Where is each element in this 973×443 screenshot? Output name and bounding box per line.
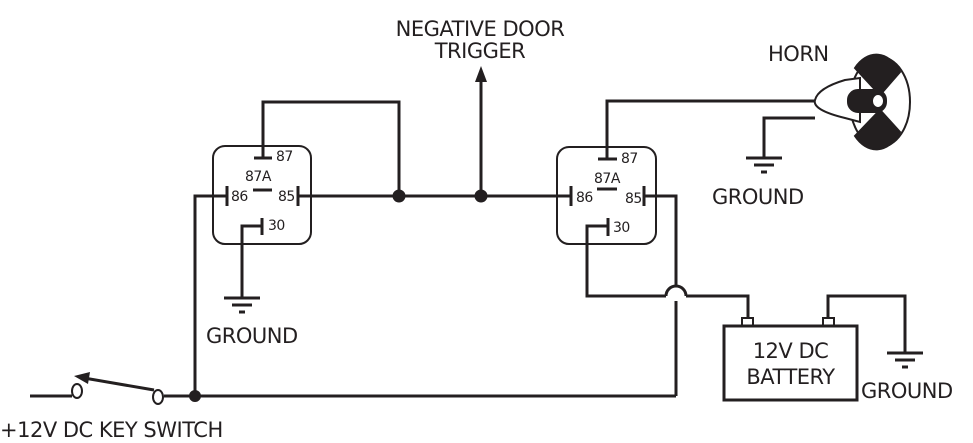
trigger-arrow-icon — [475, 66, 487, 82]
horn-label: HORN — [768, 42, 829, 66]
battery-ground-label: GROUND — [861, 379, 953, 403]
ground-symbol-icon — [224, 296, 260, 314]
negative-door-trigger-label: NEGATIVE DOOR TRIGGER — [395, 17, 565, 63]
battery-terminal — [741, 317, 754, 327]
relay-2-pin-87a: 87A — [594, 171, 620, 187]
relay-1-pin-87a: 87A — [245, 169, 271, 185]
horn-ground-label: GROUND — [712, 185, 804, 209]
relay-2-pin-85: 85 — [625, 191, 642, 207]
relay-2-pin-87: 87 — [621, 151, 638, 167]
relay-1-pin-30: 30 — [268, 218, 285, 234]
wires — [30, 80, 907, 398]
key-switch-label: +12V DC KEY SWITCH — [0, 418, 223, 442]
battery-terminal — [822, 317, 835, 327]
key-switch-icon[interactable] — [71, 372, 164, 405]
relay-ground-label: GROUND — [206, 324, 298, 348]
relay-1-pin-86: 86 — [231, 189, 248, 205]
ground-symbol-icon — [746, 156, 782, 174]
battery-box — [722, 324, 859, 402]
ground-symbol-icon — [887, 351, 923, 369]
junction-dot — [474, 189, 488, 203]
relay-2-pin-86: 86 — [576, 190, 593, 206]
junction-dot — [392, 189, 406, 203]
horn-icon — [813, 53, 911, 151]
junction-dot — [189, 390, 201, 402]
relay-2-pin-30: 30 — [613, 220, 630, 236]
relay-1-pin-85: 85 — [278, 189, 295, 205]
relay-1-pin-87: 87 — [276, 149, 293, 165]
battery-label: 12V DC BATTERY — [746, 339, 835, 389]
